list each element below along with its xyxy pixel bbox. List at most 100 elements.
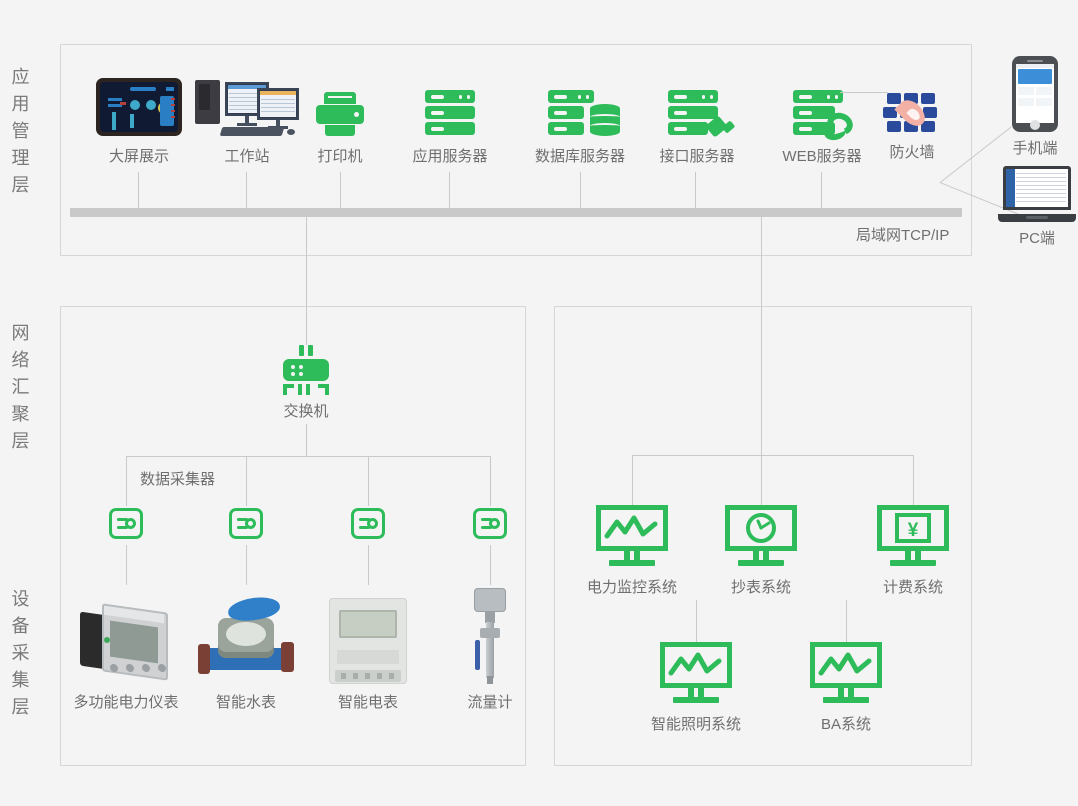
connector-power-monitoring-drop [632,455,633,505]
monitor-waveform-icon [596,505,668,567]
monitor-gauge-icon [725,505,797,567]
interface-server-icon [668,90,736,138]
data-collector-group-label: 数据采集器 [134,468,222,489]
printer-icon [316,92,364,136]
node-firewall[interactable]: 防火墙 [862,72,962,162]
lan-bus-label: 局域网TCP/IP [856,227,950,244]
application-layer-panel [60,44,972,256]
gauge-glyph [746,513,776,543]
svg-text:¥: ¥ [908,520,919,541]
node-label: 交换机 [283,403,329,420]
node-label: 智能照明系统 [650,716,741,733]
node-label: 防火墙 [889,144,935,161]
node-label: 计费系统 [882,579,943,596]
node-switch[interactable]: 交换机 [279,345,333,421]
monitor-waveform-icon [660,642,732,704]
node-smart-electricity-meter[interactable]: 智能电表 [320,588,416,712]
node-label: 大屏展示 [108,148,169,165]
connector-lan-to-switch [306,217,307,345]
node-label: 多功能电力仪表 [73,694,179,711]
connector-collector-3-device [368,545,369,585]
data-collector-icon [229,508,263,539]
node-label: 智能电表 [337,694,398,711]
connector-lan-to-systems [761,217,762,455]
power-meter-photo [80,603,172,684]
connector-dbserver-to-lan [580,172,581,208]
data-collector-icon [351,508,385,539]
connector-smart-lighting-drop [696,600,697,642]
big-screen-display-icon [96,78,182,136]
node-billing-system[interactable]: ¥ 计费系统 [857,505,969,597]
node-flow-meter[interactable]: 流量计 [452,588,528,712]
lan-bus-bar [70,208,962,217]
connector-switch-down [306,424,307,456]
water-meter-photo [198,594,294,684]
connector-webserver-to-lan [821,172,822,208]
layer-label-network-aggregation: 网络 汇聚 层 [11,323,31,451]
node-label: 数据库服务器 [534,148,625,165]
connector-systems-bus-row1 [632,455,914,456]
monitor-waveform-icon [810,642,882,704]
laptop-icon [998,166,1076,222]
server-icon [425,90,475,136]
connector-bigscreen-to-lan [138,172,139,208]
node-data-collector-1[interactable] [109,508,143,539]
node-label: 打印机 [317,148,363,165]
connector-collector-2-drop [246,456,247,506]
waveform-glyph [668,652,722,676]
waveform-glyph [818,652,872,676]
connector-ba-drop [846,600,847,642]
node-mobile-client[interactable]: 手机端 [990,52,1078,158]
connector-web-to-firewall [840,92,888,93]
connector-collector-2-device [246,545,247,585]
node-label: 接口服务器 [659,148,735,165]
node-power-monitoring-system[interactable]: 电力监控系统 [576,505,688,597]
firewall-icon [883,90,937,136]
node-workstation[interactable]: 工作站 [193,72,301,166]
node-multifunction-power-meter[interactable]: 多功能电力仪表 [64,588,188,712]
workstation-icon [195,76,299,136]
node-pc-client[interactable]: PC端 [994,164,1078,248]
node-web-server[interactable]: WEB服务器 [766,72,878,166]
node-label: 智能水表 [215,694,276,711]
web-server-icon [793,90,856,143]
node-database-server[interactable]: 数据库服务器 [515,72,645,166]
node-printer[interactable]: 打印机 [292,72,388,166]
flow-meter-photo [462,588,518,684]
connector-collector-4-drop [490,456,491,506]
node-label: 工作站 [224,148,270,165]
data-collector-icon [109,508,143,539]
node-data-collector-3[interactable] [351,508,385,539]
node-label: 手机端 [1012,140,1058,157]
node-smart-lighting-system[interactable]: 智能照明系统 [640,642,752,734]
node-big-screen-display[interactable]: 大屏展示 [83,72,195,166]
electricity-meter-photo [329,598,407,684]
connector-ifserver-to-lan [695,172,696,208]
node-data-collector-2[interactable] [229,508,263,539]
network-switch-icon [279,345,333,395]
node-label: 抄表系统 [730,579,791,596]
node-label: 应用服务器 [412,148,488,165]
node-label: WEB服务器 [782,148,862,165]
connector-collector-1-drop [126,456,127,506]
connector-workstation-to-lan [246,172,247,208]
connector-collector-bus [126,456,490,457]
monitor-yuan-icon: ¥ [877,505,949,567]
waveform-glyph [604,515,658,539]
node-label: 流量计 [467,694,513,711]
connector-appserver-to-lan [449,172,450,208]
node-label: 电力监控系统 [586,579,677,596]
node-application-server[interactable]: 应用服务器 [394,72,506,166]
connector-billing-drop [913,455,914,505]
node-ba-system[interactable]: BA系统 [790,642,902,734]
node-smart-water-meter[interactable]: 智能水表 [196,588,296,712]
layer-label-application-management: 应用 管理 层 [11,67,31,195]
smartphone-icon [1012,56,1058,132]
connector-collector-4-device [490,545,491,585]
node-data-collector-4[interactable] [473,508,507,539]
node-meter-reading-system[interactable]: 抄表系统 [705,505,817,597]
database-server-icon [548,90,620,136]
node-interface-server[interactable]: 接口服务器 [641,72,753,166]
connector-meter-reading-drop [761,455,762,505]
